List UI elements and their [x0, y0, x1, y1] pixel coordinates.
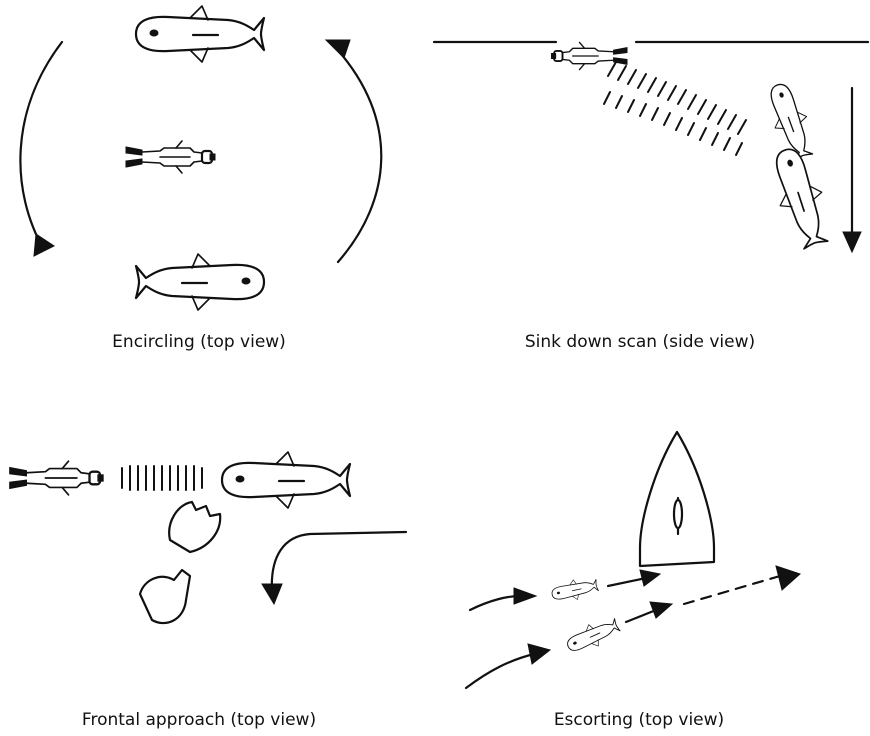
escort-path-upper-trail: [608, 578, 646, 586]
escort-animal-small: [550, 575, 599, 604]
caption-escorting: Escorting (top view): [554, 710, 724, 730]
left-circle-arrow: [20, 42, 62, 250]
escort-path-upper-lead: [470, 596, 520, 610]
animal-frontal: [222, 452, 350, 508]
turn-arrow: [272, 532, 406, 592]
escort-path-lower-lead: [466, 654, 534, 688]
diver-frontal: [10, 461, 103, 495]
turn-arrowhead: [262, 584, 282, 604]
caption-sink-down: Sink down scan (side view): [525, 332, 755, 352]
animal-lower: [764, 143, 836, 251]
animal-top: [136, 6, 264, 62]
sink-down-panel: [434, 42, 868, 252]
diver-center: [126, 141, 215, 173]
escort-arrowhead-4: [528, 644, 550, 664]
escort-arrowhead-2: [640, 570, 660, 586]
diver-surface: [551, 42, 627, 69]
left-arrowhead: [34, 234, 54, 256]
escort-animal-large: [563, 614, 622, 657]
animal-head-upper: [169, 502, 220, 552]
escort-arrowhead-1: [514, 588, 536, 604]
animal-bottom: [136, 254, 264, 310]
escort-path-dashed: [684, 576, 780, 604]
frontal-panel: [10, 452, 406, 623]
descent-arrowhead: [843, 232, 861, 252]
boat-propeller: [674, 500, 682, 528]
escort-arrowhead-3: [776, 566, 800, 590]
right-arrowhead: [326, 40, 350, 58]
caption-encircling: Encircling (top view): [112, 332, 286, 352]
escort-path-lower-trail: [626, 610, 656, 622]
right-circle-arrow: [336, 48, 381, 262]
caption-frontal: Frontal approach (top view): [82, 710, 316, 730]
sonar-scan-beam: [604, 62, 746, 155]
frontal-scan-beam: [122, 466, 202, 490]
escort-arrowhead-5: [650, 602, 672, 618]
escorting-panel: [466, 432, 800, 688]
animal-head-lower: [140, 570, 190, 623]
encircling-panel: [20, 6, 381, 310]
